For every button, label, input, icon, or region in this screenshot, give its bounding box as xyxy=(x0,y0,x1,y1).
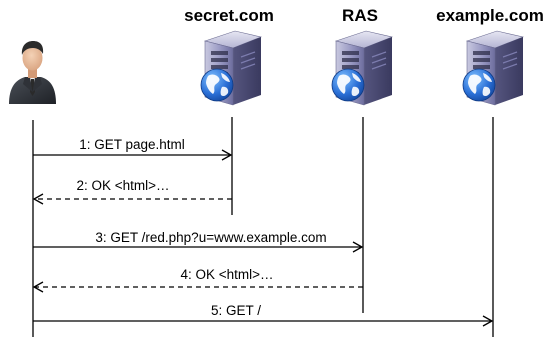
message-3: 3: GET /red.php?u=www.example.com xyxy=(33,230,364,253)
server-title-example: example.com xyxy=(436,6,544,25)
arrowhead xyxy=(221,149,233,161)
message-label: 5: GET / xyxy=(211,303,261,318)
message-label: 3: GET /red.php?u=www.example.com xyxy=(95,230,326,245)
message-5: 5: GET / xyxy=(33,303,494,327)
server-globe-icon xyxy=(331,68,365,102)
server-secret-com xyxy=(200,30,262,106)
message-4: 4: OK <html>… xyxy=(32,267,363,293)
message-label: 1: GET page.html xyxy=(79,137,185,152)
arrowhead xyxy=(32,193,44,205)
server-title-ras: RAS xyxy=(342,6,378,25)
user-icon xyxy=(9,41,56,104)
arrowhead xyxy=(32,281,44,293)
arrowhead xyxy=(482,315,494,327)
server-ras xyxy=(331,30,393,106)
message-label: 2: OK <html>… xyxy=(76,178,169,193)
server-globe-icon xyxy=(462,68,496,102)
server-example-com xyxy=(462,30,524,106)
message-label: 4: OK <html>… xyxy=(180,267,273,282)
arrowhead xyxy=(352,241,364,253)
server-title-secret: secret.com xyxy=(184,6,274,25)
message-2: 2: OK <html>… xyxy=(32,178,232,205)
message-1: 1: GET page.html xyxy=(33,137,233,161)
server-globe-icon xyxy=(200,68,234,102)
